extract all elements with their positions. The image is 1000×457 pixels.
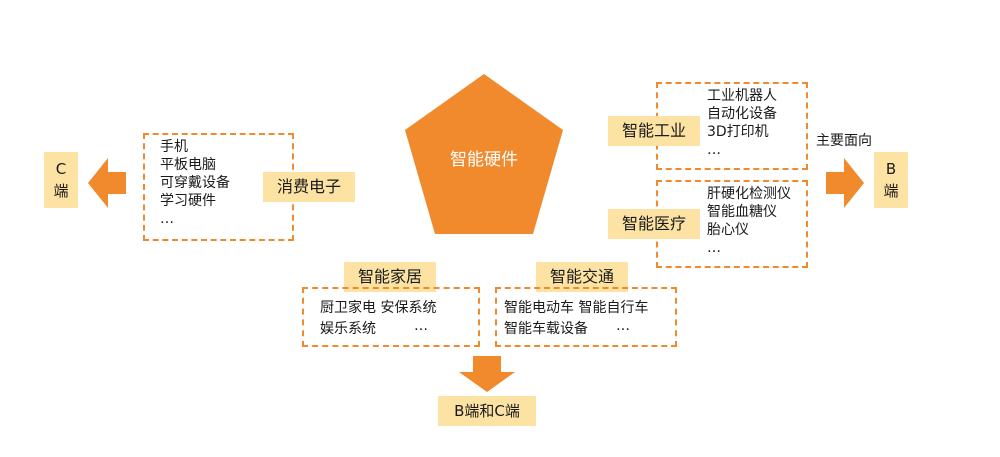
list-item: 智能血糖仪 bbox=[707, 204, 777, 220]
transport-row-2: 智能车载设备 bbox=[504, 321, 588, 337]
center-pentagon bbox=[405, 74, 563, 234]
list-item: 3D打印机 bbox=[707, 124, 769, 140]
list-item: … bbox=[160, 211, 174, 227]
list-item: 胎心仪 bbox=[707, 222, 749, 238]
down-arrow-icon bbox=[459, 356, 515, 392]
consumer-tag: 消费电子 bbox=[263, 172, 355, 202]
home-group-box bbox=[302, 287, 480, 347]
center-label: 智能硬件 bbox=[450, 150, 518, 170]
b-end-line2: 端 bbox=[883, 182, 899, 200]
b-end-box: B 端 bbox=[874, 152, 908, 208]
home-more: … bbox=[414, 318, 428, 334]
list-item: 学习硬件 bbox=[160, 193, 216, 209]
home-row-2: 娱乐系统 bbox=[320, 321, 376, 337]
list-item: 手机 bbox=[160, 139, 188, 155]
c-end-line1: C bbox=[55, 160, 67, 178]
main-target-label: 主要面向 bbox=[816, 133, 872, 149]
c-end-line2: 端 bbox=[53, 182, 69, 200]
left-arrow-icon bbox=[88, 158, 126, 208]
b-end-line1: B bbox=[885, 160, 897, 178]
list-item: 平板电脑 bbox=[160, 157, 216, 173]
medical-item-list: 肝硬化检测仪 智能血糖仪 胎心仪 … bbox=[707, 185, 791, 257]
industry-item-list: 工业机器人 自动化设备 3D打印机 … bbox=[707, 87, 777, 159]
list-item: … bbox=[707, 142, 721, 158]
list-item: 工业机器人 bbox=[707, 88, 777, 104]
bc-end-box: B端和C端 bbox=[438, 396, 536, 426]
transport-row-1: 智能电动车 智能自行车 bbox=[504, 300, 649, 316]
c-end-box: C 端 bbox=[44, 152, 78, 208]
list-item: 自动化设备 bbox=[707, 106, 777, 122]
list-item: 肝硬化检测仪 bbox=[707, 186, 791, 202]
list-item: 可穿戴设备 bbox=[160, 175, 230, 191]
home-row-1: 厨卫家电 安保系统 bbox=[320, 300, 437, 316]
medical-tag: 智能医疗 bbox=[608, 209, 700, 239]
transport-more: … bbox=[616, 318, 630, 334]
right-arrow-icon bbox=[826, 158, 864, 208]
transport-group-box bbox=[495, 287, 677, 347]
consumer-item-list: 手机 平板电脑 可穿戴设备 学习硬件 … bbox=[160, 138, 230, 228]
industry-tag: 智能工业 bbox=[608, 116, 700, 146]
list-item: … bbox=[707, 240, 721, 256]
